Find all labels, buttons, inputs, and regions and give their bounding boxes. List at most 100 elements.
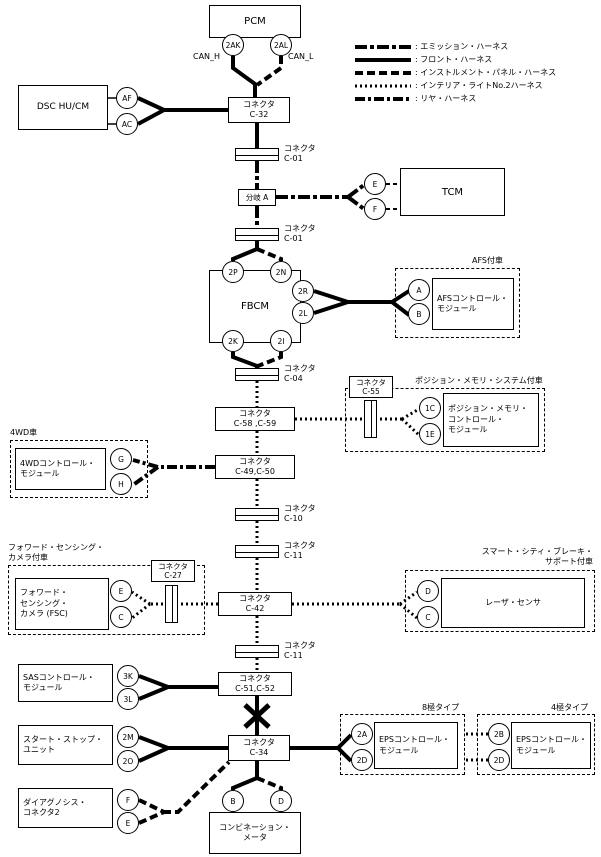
can-l-label: CAN_L (288, 52, 314, 61)
pin-dsc-af: AF (116, 87, 138, 109)
pin-fbcm-2k: 2K (222, 330, 244, 352)
connector-id: C-51,C-52 (235, 684, 275, 693)
branch-a-box: 分岐 A (238, 189, 276, 206)
pcm-box: PCM (209, 5, 301, 38)
inline-connector-symbol-c01a (235, 148, 279, 161)
connector-word: コネクタ (243, 100, 275, 109)
connector-box-c32: コネクタ C-32 (228, 97, 290, 123)
pin-diag-f: F (117, 789, 139, 811)
inline-connector-symbol-c10 (235, 508, 279, 521)
connector-word: コネクタ (284, 504, 316, 513)
connector-box-c55: コネクタ C-55 (349, 376, 393, 398)
emission-harness-line-sample (355, 44, 411, 49)
connector-box-c42: コネクタ C-42 (218, 592, 292, 616)
startstop-unit-box: スタート・ストップ・ ユニット (18, 725, 113, 765)
pin-meter-b: B (222, 790, 244, 812)
pin-pcm-2ak: 2AK (222, 34, 244, 56)
connector-id: C-49,C-50 (235, 467, 275, 476)
wire-can-h (231, 56, 257, 97)
wire-branch-a-tcm (276, 183, 366, 211)
connector-id: C-10 (284, 514, 303, 523)
wire-c01-fbcm-left (231, 241, 259, 261)
eps-4pin-group-label: 4極タイプ (551, 703, 589, 712)
wire-c34-meter-left (231, 761, 259, 790)
legend-row-interior: : インテリア・ライトNo.2ハーネス (355, 79, 556, 92)
wire-c01-fbcm-right (256, 247, 283, 261)
wire-fbcm-afs (313, 289, 411, 317)
wire-fbcm-c04-left (231, 352, 259, 368)
wire-c42-fsc (131, 590, 218, 620)
pin-tcm-f: F (364, 198, 386, 220)
inline-connector-symbol-c11b (235, 645, 279, 658)
pin-fbcm-2p: 2P (222, 261, 244, 283)
interior-light-harness-line-sample (355, 84, 411, 87)
pin-afs-a: A (408, 279, 430, 301)
pin-eps4-2b: 2B (488, 723, 510, 745)
connector-word: コネクタ (284, 364, 316, 373)
connector-box-c58-c59: コネクタ C-58 ,C-59 (215, 407, 295, 431)
afs-module-box: AFSコントロール・ モジュール (432, 278, 514, 330)
stub-eps4-pins (466, 732, 488, 762)
eps-4pin-group-box (477, 714, 595, 775)
legend-label: : エミッション・ハーネス (415, 42, 509, 51)
connector-word: コネクタ (239, 674, 271, 683)
connector-word: コネクタ (158, 561, 188, 571)
connector-box-c27: コネクタ C-27 (151, 560, 195, 582)
connector-id: C-27 (164, 571, 182, 580)
fsc-group-label: フォワード・センシング・ カメラ付車 (8, 543, 104, 563)
pin-fbcm-2l: 2L (292, 302, 314, 324)
wire-can-l (255, 56, 283, 87)
connector-label-c01b: コネクタ C-01 (284, 224, 316, 244)
pin-eps4-2d: 2D (488, 749, 510, 771)
pin-fsc-c: C (110, 606, 132, 628)
branch-a-label: 分岐 A (245, 192, 269, 202)
fsc-group-label-line1: フォワード・センシング・ (8, 543, 104, 552)
dsc-box: DSC HU/CM (18, 85, 108, 130)
pin-fbcm-2i: 2I (270, 330, 292, 352)
wire-dsc-c32 (137, 96, 228, 126)
connector-label-c01a: コネクタ C-01 (284, 144, 316, 164)
pin-eps8-2d: 2D (351, 749, 373, 771)
connector-id: C-42 (245, 604, 265, 613)
pin-tcm-e: E (364, 173, 386, 195)
pin-sas-3l: 3L (117, 688, 139, 710)
position-memory-group-label: ポジション・メモリ・システム付車 (415, 376, 543, 385)
sas-module-box: SASコントロール・ モジュール (18, 664, 113, 702)
4wd-group-label: 4WD車 (10, 428, 38, 437)
position-memory-module-box: ポジション・メモリ・ コントロール・ モジュール (443, 393, 539, 447)
4wd-module-box: 4WDコントロール・ モジュール (15, 448, 106, 490)
scbs-group-label-line2: サポート付車 (545, 557, 593, 566)
eps-8pin-group-label: 8極タイプ (422, 703, 460, 712)
stub-dsc-pins (108, 97, 116, 125)
pin-startstop-2o: 2O (117, 750, 139, 772)
pin-meter-d: D (270, 790, 292, 812)
connector-id: C-11 (284, 651, 303, 660)
pin-dsc-ac: AC (116, 113, 138, 135)
pin-laser-d: D (417, 580, 439, 602)
connector-id: C-34 (249, 748, 269, 757)
connector-word: コネクタ (239, 409, 271, 418)
connector-word: コネクタ (239, 594, 271, 603)
connector-label-c11a: コネクタ C-11 (284, 541, 316, 561)
front-harness-line-sample (355, 57, 411, 62)
pin-pcm-2al: 2AL (270, 34, 292, 56)
inline-connector-symbol-c55 (364, 400, 377, 438)
scbs-group-label-line1: スマート・シティ・ブレーキ・ (481, 547, 593, 556)
diagnosis-connector2-box: ダイアグノシス・ コネクタ2 (18, 788, 113, 828)
wire-sas-c51 (138, 674, 218, 701)
pin-posmem-1e: 1E (419, 423, 441, 445)
connector-box-c49-c50: コネクタ C-49,C-50 (215, 455, 295, 479)
connector-box-c51-c52: コネクタ C-51,C-52 (218, 672, 292, 696)
connector-label-c11b: コネクタ C-11 (284, 641, 316, 661)
wire-c34-meter-right (256, 776, 283, 790)
pin-startstop-2m: 2M (117, 726, 139, 748)
connector-label-c04: コネクタ C-04 (284, 364, 316, 384)
instrument-panel-harness-line-sample (355, 70, 411, 75)
tcm-box: TCM (400, 168, 505, 216)
pin-diag-e: E (117, 812, 139, 834)
fsc-module-box: フォワード・ センシング・ カメラ (FSC) (15, 578, 109, 630)
connector-id: C-11 (284, 551, 303, 560)
stub-tcm-pins (386, 183, 400, 210)
